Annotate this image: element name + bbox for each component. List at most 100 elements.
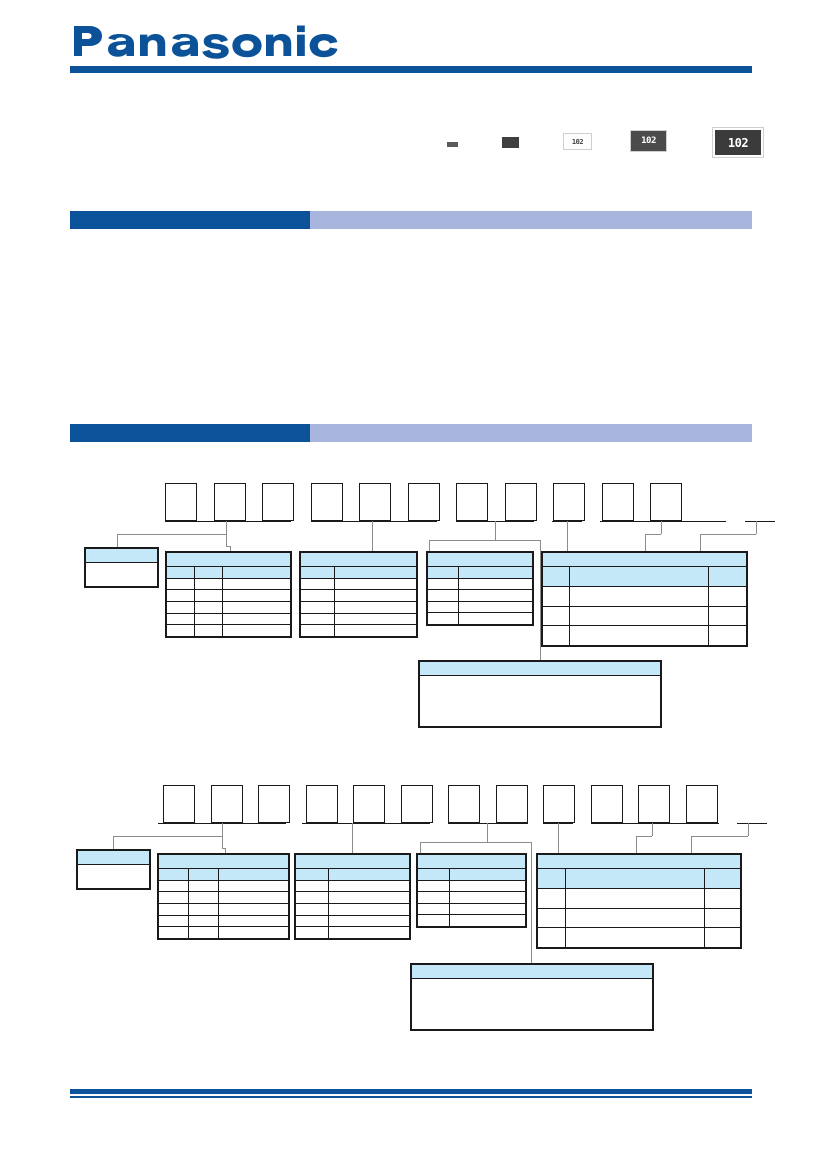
table-row	[541, 585, 748, 607]
table-row	[294, 902, 410, 916]
part-number-box-7[interactable]	[456, 483, 488, 521]
column-header	[194, 566, 224, 579]
connector-v2-7	[645, 534, 646, 551]
table-cell	[449, 879, 526, 893]
table-cell	[707, 585, 748, 607]
table-cell	[707, 605, 748, 627]
part-number-box-11[interactable]	[650, 483, 682, 521]
table-cell	[157, 914, 190, 928]
table-cell	[188, 926, 220, 939]
table-row	[294, 879, 410, 893]
table-cell	[157, 879, 190, 893]
connector-v2-3	[352, 836, 353, 853]
table-row	[157, 879, 289, 893]
part-number-box-7[interactable]	[448, 785, 480, 823]
connector-v2-1	[113, 836, 114, 849]
section-header-1	[70, 211, 752, 229]
connector-h-2	[226, 546, 230, 547]
table-row	[426, 600, 533, 614]
column-header	[569, 566, 709, 587]
table-cell	[541, 585, 571, 607]
part-number-box-3[interactable]	[262, 483, 294, 521]
table-cell	[188, 891, 220, 904]
connector-v2-5	[540, 540, 541, 664]
connector-v2-6	[558, 836, 559, 853]
part-number-box-2[interactable]	[210, 785, 243, 823]
table-cell	[565, 907, 705, 929]
part-number-box-8[interactable]	[504, 483, 537, 521]
part-number-box-11[interactable]	[638, 785, 670, 823]
connector-h-1	[113, 836, 222, 837]
connector-6	[567, 521, 568, 534]
part-number-box-6[interactable]	[400, 785, 433, 823]
part-number-box-3[interactable]	[258, 785, 290, 823]
table-cell	[218, 926, 289, 939]
table-cell	[194, 612, 224, 626]
column-header	[458, 566, 533, 579]
table-row	[85, 562, 158, 587]
connector-7	[661, 521, 662, 534]
connector-v2-8	[700, 534, 701, 551]
part-number-box-12[interactable]	[685, 785, 718, 823]
column-header	[294, 868, 330, 881]
column-header	[334, 566, 417, 579]
part-number-box-8[interactable]	[495, 785, 528, 823]
connector-v2-2	[230, 546, 231, 551]
product-image-row: 102 102 102	[430, 127, 764, 164]
part-number-box-1[interactable]	[165, 483, 197, 521]
part-number-box-5[interactable]	[359, 483, 391, 521]
part-number-box-4[interactable]	[310, 483, 343, 521]
chip-image-2	[502, 137, 519, 148]
part-number-box-4[interactable]	[305, 785, 338, 823]
table-cell	[194, 577, 224, 591]
table-cell	[569, 585, 709, 607]
table-cell	[77, 864, 150, 889]
part-number-box-1[interactable]	[163, 785, 195, 823]
table-row	[536, 927, 742, 948]
part-number-box-10[interactable]	[601, 483, 634, 521]
table-cell	[328, 914, 410, 928]
connector-h-4	[420, 842, 487, 843]
chip-image-4: 102	[630, 130, 667, 152]
part-number-box-9[interactable]	[553, 483, 585, 521]
connector-h-7	[636, 836, 652, 837]
chip-image-1	[447, 142, 458, 147]
table-cell	[334, 612, 417, 626]
table-cell	[218, 914, 289, 928]
table-cell	[449, 902, 526, 916]
table-row	[416, 879, 526, 893]
table-caption	[300, 552, 417, 567]
connector-h-8	[691, 836, 748, 837]
table-caption	[295, 854, 410, 869]
table-cell	[218, 891, 289, 904]
table-row	[416, 891, 526, 904]
table-cell	[194, 600, 224, 614]
table-cell	[85, 562, 158, 587]
table-cell	[426, 589, 460, 602]
table-row	[299, 600, 417, 614]
connector-v2-5	[531, 842, 532, 968]
part-number-box-5[interactable]	[353, 785, 385, 823]
column-header	[426, 566, 460, 579]
part-number-box-9[interactable]	[543, 785, 575, 823]
part-number-box-6[interactable]	[407, 483, 440, 521]
table-cell	[165, 624, 196, 637]
table-caption	[417, 854, 526, 869]
table-cell	[458, 589, 533, 602]
table-cell	[299, 612, 336, 626]
table-2-e	[536, 853, 742, 949]
table-caption	[427, 552, 533, 567]
column-header	[222, 566, 291, 579]
column-header	[157, 868, 190, 881]
table-cell	[536, 927, 567, 948]
connector-2	[222, 823, 223, 848]
table-cell	[222, 624, 291, 637]
part-number-box-2[interactable]	[213, 483, 246, 521]
table-cell	[569, 625, 709, 646]
table-cell	[299, 624, 336, 637]
part-number-box-10[interactable]	[590, 785, 623, 823]
connector-v2-6	[567, 534, 568, 551]
connector-7	[652, 823, 653, 836]
column-header	[565, 868, 705, 889]
